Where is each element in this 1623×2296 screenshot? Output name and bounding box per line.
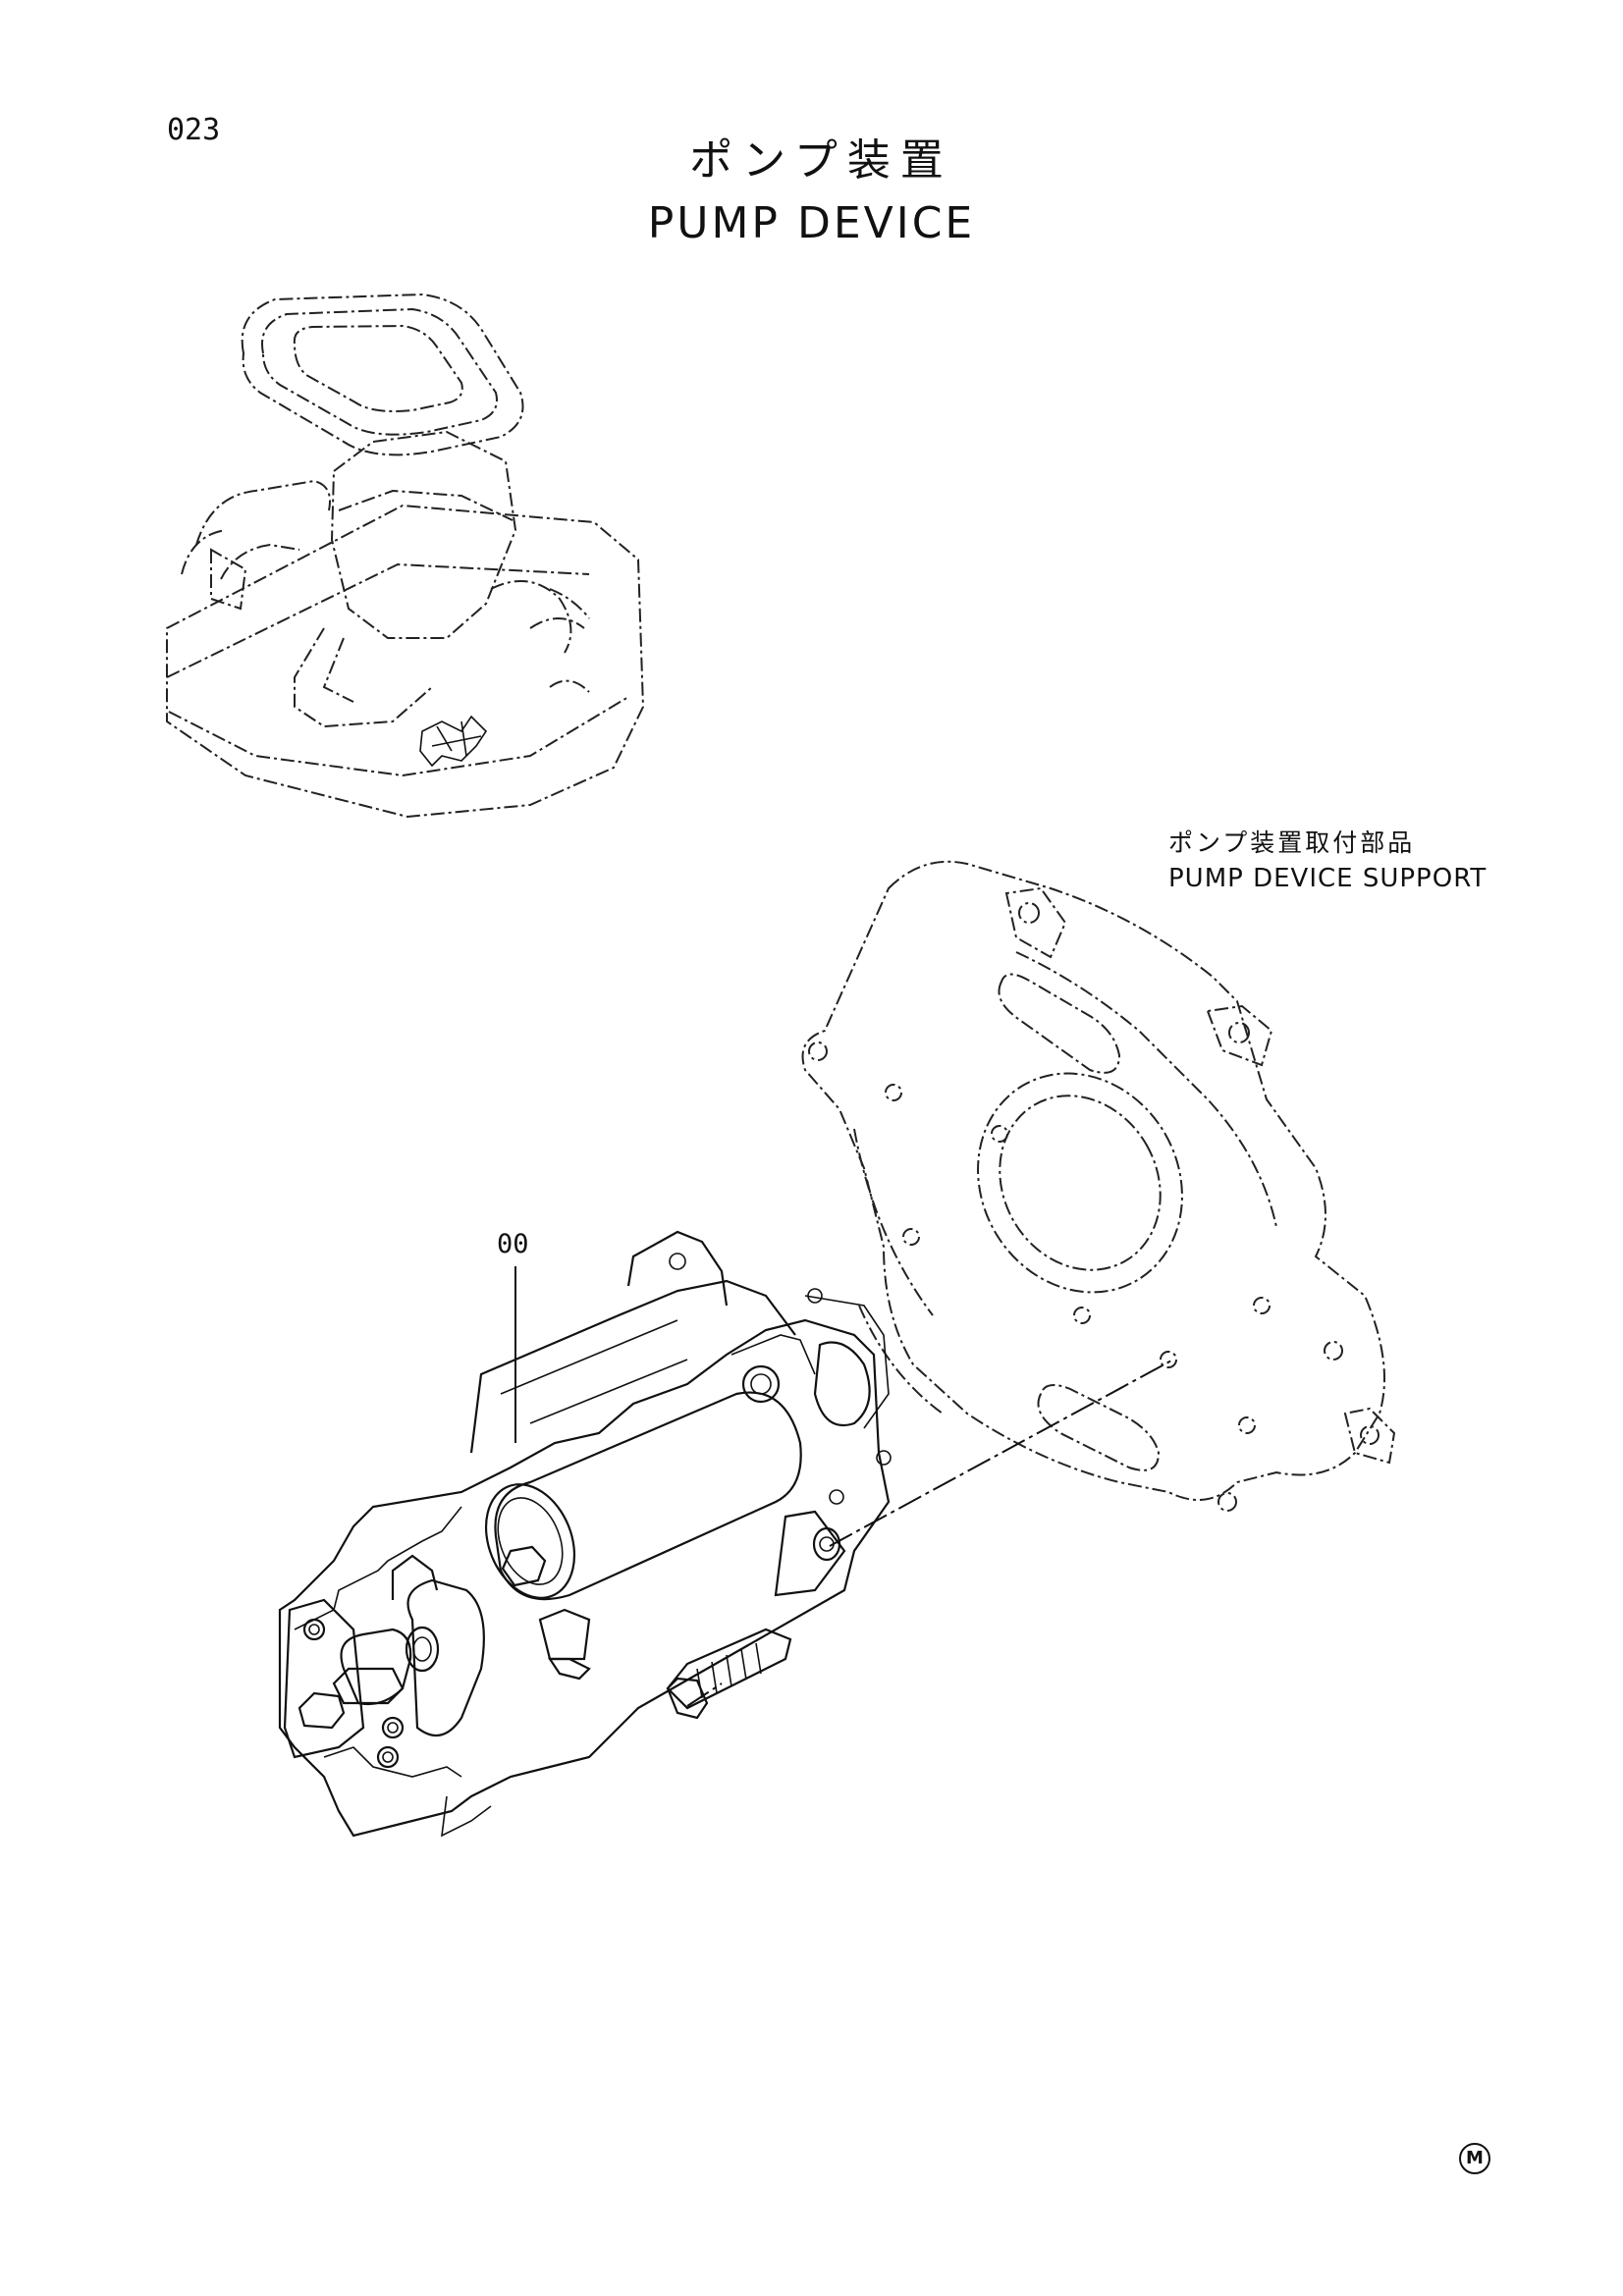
machine-overview-illustration	[166, 293, 645, 819]
center-line	[829, 1359, 1174, 1547]
support-label-jp: ポンプ装置取付部品	[1168, 828, 1416, 857]
page-title-jp: ポンプ装置	[689, 135, 953, 186]
pump-device-illustration	[278, 1230, 892, 1838]
pump-device-support-housing	[801, 860, 1396, 1512]
circled-m-mark: M	[1459, 2143, 1490, 2174]
page-title-en: PUMP DEVICE	[647, 198, 976, 248]
page-number: 023	[167, 113, 221, 147]
support-label-en: PUMP DEVICE SUPPORT	[1168, 864, 1488, 893]
bolt-center-line	[686, 1682, 723, 1707]
part-callout-number: 00	[497, 1229, 529, 1259]
